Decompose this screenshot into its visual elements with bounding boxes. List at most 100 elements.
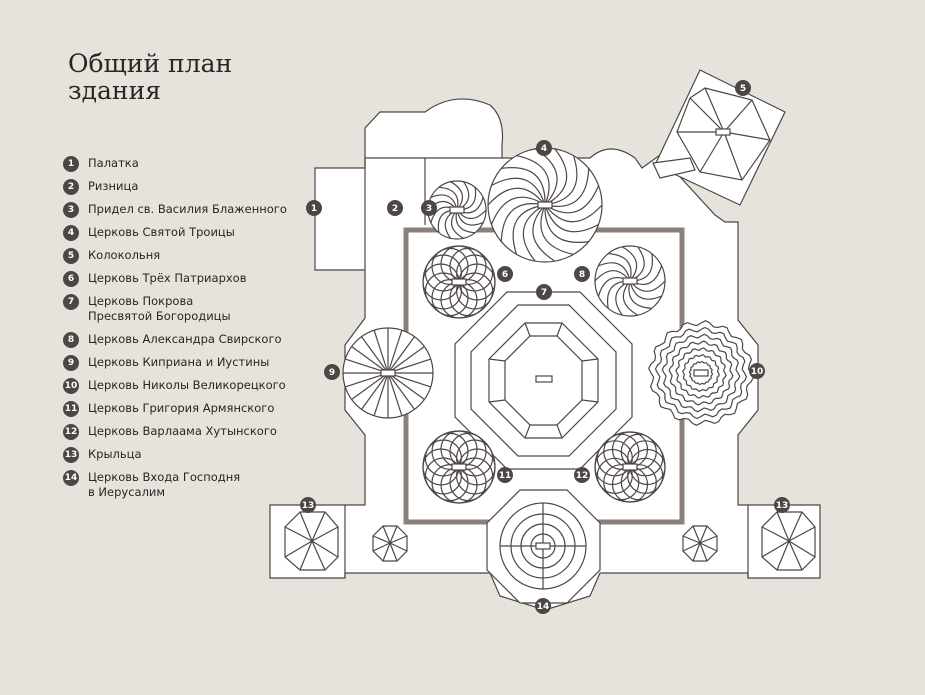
plan-marker-circle: [387, 200, 403, 216]
plan-marker-number: 13: [302, 501, 315, 511]
plan-marker-number: 6: [502, 270, 508, 280]
legend-number: 13: [63, 447, 79, 463]
dome-church-12: [594, 431, 666, 503]
plan-marker: 4: [536, 140, 552, 156]
legend-label: Церковь Киприана и Иустины: [88, 355, 270, 369]
church-14: [486, 489, 601, 604]
plan-marker: 9: [324, 364, 340, 380]
legend-number: 1: [63, 156, 79, 172]
plan-marker-number: 5: [740, 84, 746, 94]
plan-marker: 14: [535, 598, 551, 614]
plan-marker-number: 10: [751, 367, 764, 377]
legend-item: 1 Палатка: [63, 156, 323, 172]
legend-number: 4: [63, 225, 79, 241]
plan-marker: 7: [536, 284, 552, 300]
legend-number: 3: [63, 202, 79, 218]
plan-marker: 6: [497, 266, 513, 282]
legend-item: 10 Церковь Николы Великорецкого: [63, 378, 323, 394]
legend-item: 2 Ризница: [63, 179, 323, 195]
legend-item: 9 Церковь Киприана и Иустины: [63, 355, 323, 371]
legend-item: 12 Церковь Варлаама Хутынского: [63, 424, 323, 440]
plan-marker-circle: [735, 80, 751, 96]
turret-left: [372, 525, 408, 562]
legend-label: Церковь Трёх Патриархов: [88, 271, 247, 285]
plan-marker-circle: [535, 598, 551, 614]
legend-label: Колокольня: [88, 248, 161, 262]
legend-number: 8: [63, 332, 79, 348]
plan-marker-number: 14: [537, 602, 550, 612]
legend-label: Церковь Покрова Пресвятой Богородицы: [88, 294, 231, 323]
plan-marker: 13: [300, 497, 316, 513]
plan-marker: 5: [735, 80, 751, 96]
plan-marker-number: 9: [329, 368, 335, 378]
legend-list: 1 Палатка 2 Ризница 3 Придел св. Василия Бл…: [63, 156, 323, 508]
legend-number: 5: [63, 248, 79, 264]
plan-marker-circle: [574, 266, 590, 282]
plan-marker: 13: [774, 497, 790, 513]
plan-marker-circle: [497, 467, 513, 483]
legend-item: 11 Церковь Григория Армянского: [63, 401, 323, 417]
legend-number: 2: [63, 179, 79, 195]
plan-marker: 8: [574, 266, 590, 282]
central-church: [454, 291, 633, 470]
dome-church-10: [648, 320, 754, 426]
page-title: Общий план здания: [68, 49, 233, 105]
legend-item: 6 Церковь Трёх Патриархов: [63, 271, 323, 287]
dome-church-4: [487, 147, 603, 263]
plan-marker-number: 4: [541, 144, 547, 154]
dome-church-6: [422, 245, 496, 319]
plan-marker-circle: [749, 363, 765, 379]
porch-right: [761, 511, 816, 571]
plan-marker-circle: [536, 284, 552, 300]
plan-marker-number: 12: [576, 471, 589, 481]
legend-number: 7: [63, 294, 79, 310]
legend-label: Церковь Григория Армянского: [88, 401, 275, 415]
legend-number: 9: [63, 355, 79, 371]
legend-item: 8 Церковь Александра Свирского: [63, 332, 323, 348]
legend-label: Церковь Святой Троицы: [88, 225, 235, 239]
legend-number: 6: [63, 271, 79, 287]
dome-church-11: [422, 430, 496, 504]
plan-marker-number: 7: [541, 288, 547, 298]
plan-marker-number: 2: [392, 204, 398, 214]
dome-church-8: [594, 245, 666, 317]
legend-number: 12: [63, 424, 79, 440]
legend-number: 10: [63, 378, 79, 394]
plan-marker-circle: [774, 497, 790, 513]
plan-marker-circle: [536, 140, 552, 156]
dome-church-9: [342, 327, 434, 419]
legend-number: 14: [63, 470, 79, 486]
legend-item: 13 Крыльца: [63, 447, 323, 463]
plan-marker-number: 3: [426, 204, 432, 214]
plan-marker: 10: [749, 363, 765, 379]
dome-church-3: [427, 180, 487, 240]
legend-label: Палатка: [88, 156, 139, 170]
legend-label: Церковь Николы Великорецкого: [88, 378, 286, 392]
legend-label: Церковь Александра Свирского: [88, 332, 282, 346]
legend-label: Придел св. Василия Блаженного: [88, 202, 287, 216]
legend-number: 11: [63, 401, 79, 417]
legend-label: Крыльца: [88, 447, 142, 461]
legend-item: 14 Церковь Входа Господня в Иерусалим: [63, 470, 323, 500]
porch-left: [284, 511, 339, 571]
legend-label: Церковь Варлаама Хутынского: [88, 424, 277, 438]
plan-marker-circle: [300, 497, 316, 513]
plan-marker: 3: [421, 200, 437, 216]
plan-marker-circle: [497, 266, 513, 282]
legend-item: 4 Церковь Святой Троицы: [63, 225, 323, 241]
plan-marker-circle: [324, 364, 340, 380]
plan-marker: 11: [497, 467, 513, 483]
plan-marker-number: 13: [776, 501, 789, 511]
domes-layer: [342, 147, 754, 504]
plan-marker: 1: [306, 200, 322, 216]
legend-item: 7 Церковь Покрова Пресвятой Богородицы: [63, 294, 323, 324]
turret-right: [682, 525, 718, 562]
legend-label: Ризница: [88, 179, 139, 193]
bell-tower: [652, 69, 786, 206]
legend-label: Церковь Входа Господня в Иерусалим: [88, 470, 241, 499]
plan-marker: 2: [387, 200, 403, 216]
plan-marker-circle: [574, 467, 590, 483]
legend-item: 5 Колокольня: [63, 248, 323, 264]
